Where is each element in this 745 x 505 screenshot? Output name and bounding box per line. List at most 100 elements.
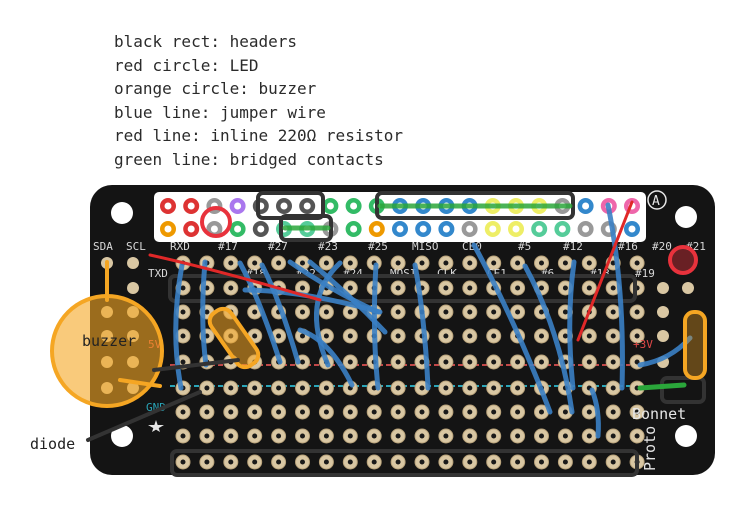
jumper-wire (412, 262, 431, 391)
pad-drill (300, 309, 305, 315)
pad-drill (491, 333, 497, 339)
pad-drill (467, 333, 473, 339)
pad-drill (586, 459, 592, 465)
pad-drill (395, 333, 401, 339)
pad-drill (515, 459, 521, 465)
gpio-pin-center (210, 225, 218, 233)
gpio-pin-center (489, 225, 497, 233)
pad-drill (323, 409, 329, 415)
mount-hole (111, 425, 133, 447)
resistor-lines (148, 200, 634, 342)
pad-drill (228, 459, 234, 465)
gpio-pin-center (234, 202, 242, 210)
bridge-line (637, 382, 687, 391)
pad-drill (323, 433, 329, 439)
logo-letter: A (652, 194, 660, 209)
pad-drill (562, 433, 568, 439)
pad-hole (657, 306, 669, 318)
jumper-wire (297, 327, 355, 388)
mount-hole (675, 206, 697, 228)
pad-drill (395, 385, 401, 391)
gpio-pin-center (396, 225, 404, 233)
gpio-pin-center (419, 225, 427, 233)
mount-hole (111, 202, 133, 224)
pad-drill (491, 385, 497, 391)
label-clk: CLK (437, 267, 457, 280)
gpio-pin-center (350, 202, 358, 210)
pad-drill (443, 333, 449, 339)
pad-drill (515, 309, 521, 315)
pad-drill (300, 285, 305, 291)
diode-leg (152, 358, 240, 372)
pad-drill (491, 409, 497, 415)
pad-drill (252, 260, 258, 266)
pad-drill (443, 385, 449, 391)
logo-ring (647, 190, 667, 210)
pad-drill (443, 409, 449, 415)
pad-drill (443, 433, 449, 439)
pad-drill (204, 433, 210, 439)
pad-drill (491, 309, 497, 315)
pad-drill (204, 309, 210, 315)
pad-drill (323, 333, 329, 339)
pad-drill (419, 260, 425, 266)
pad-drill (276, 459, 282, 465)
pad-drill (347, 260, 353, 266)
pad-drill (395, 309, 401, 315)
pad-drill (610, 409, 616, 415)
pad-drill (539, 260, 544, 266)
jumper-wire (200, 259, 209, 368)
header-row-bottom (170, 449, 639, 477)
pad-drill (180, 433, 186, 439)
pad-drill (300, 459, 305, 465)
pad-drill (300, 359, 305, 365)
pad-drill (539, 285, 544, 291)
orange-capsule (683, 310, 707, 380)
pad-drill (562, 260, 568, 266)
gpio-pin-center (164, 225, 172, 233)
label-rxd: RXD (170, 240, 190, 253)
pad-drill (395, 409, 401, 415)
label-3v: +3V (633, 338, 653, 351)
jumper-wire (259, 262, 301, 365)
pad-drill (515, 359, 521, 365)
pad-drill (204, 385, 210, 391)
pad-drill (562, 409, 568, 415)
pad-drill (276, 409, 282, 415)
pad-drill (180, 409, 186, 415)
label-proto: Proto (641, 426, 659, 471)
pad-drill (180, 309, 186, 315)
pad-drill (180, 459, 186, 465)
gpio-pin-center (326, 202, 334, 210)
legend-bridged: green line: bridged contacts (114, 149, 384, 169)
pad-drill (467, 260, 473, 266)
gpio-pin-center (303, 202, 311, 210)
pad-drill (491, 433, 497, 439)
buzzer-label: buzzer (82, 332, 136, 350)
label-p24: #24 (343, 267, 363, 280)
pad-drill (180, 285, 186, 291)
led-circle (200, 206, 232, 238)
pad-drill (323, 385, 329, 391)
pad-drill (276, 260, 282, 266)
pad-drill (586, 285, 592, 291)
label-p25: #25 (368, 240, 388, 253)
bridged-contacts (282, 203, 687, 391)
resistor-wire (148, 253, 322, 302)
jumper-wire (471, 242, 553, 415)
pad-drill (252, 409, 258, 415)
label-p16: #16 (618, 240, 638, 253)
pad-drill (634, 333, 640, 339)
header-gpio-b (279, 214, 333, 242)
jumper-wire (605, 202, 625, 391)
gpio-pin-center (373, 225, 381, 233)
pad-drill (228, 285, 234, 291)
diode-label: diode (30, 435, 75, 453)
legend-led: red circle: LED (114, 55, 259, 75)
label-scl: SCL (126, 240, 146, 253)
pad-hole (127, 282, 139, 294)
pad-drill (395, 359, 401, 365)
label-p5: #5 (518, 240, 531, 253)
pad-drill (610, 385, 616, 391)
jumper-wire (314, 260, 343, 368)
